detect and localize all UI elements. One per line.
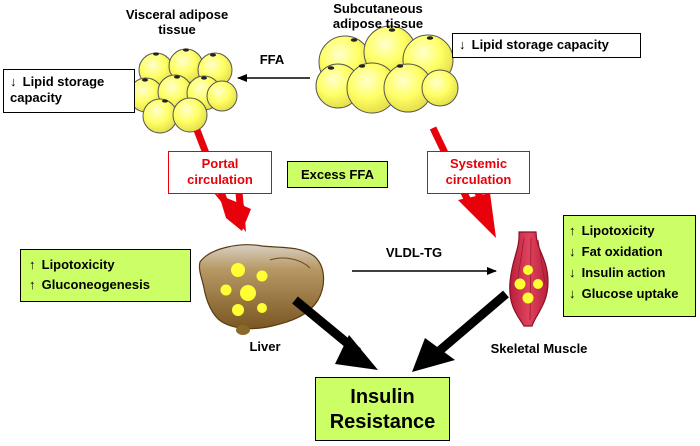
subcutaneous-label: Subcutaneous adipose tissue [332,1,424,31]
ffa-label: FFA [259,52,285,67]
muscle-label: Skeletal Muscle [490,341,588,356]
visceral-label: Visceral adipose tissue [125,7,229,37]
down-arrow-icon: ↓ [10,74,17,89]
liver-to-ir-arrow [292,296,378,370]
up-arrow-icon: ↑ [569,223,576,238]
muscle-to-ir-arrow [412,290,509,372]
vldl-label: VLDL-TG [385,245,443,260]
down-arrow-icon: ↓ [569,286,576,302]
muscle-illustration [509,231,549,327]
muscle-effect-row: ↓ Fat oxidation [569,241,690,262]
visceral-lipid-text: Lipid storage capacity [10,74,105,106]
portal-circulation-box: Portal circulation [168,151,272,194]
muscle-effects-box: ↑ Lipotoxicity ↓ Fat oxidation ↓ Insulin… [563,215,696,317]
visceral-adipose-cluster [128,48,238,134]
liver-effect-row: ↑ Lipotoxicity [29,255,182,275]
subcut-lipid-text: Lipid storage capacity [471,37,609,52]
down-arrow-icon: ↓ [569,265,576,281]
insulin-resistance-box: Insulin Resistance [315,377,450,441]
down-arrow-icon: ↓ [459,37,466,52]
liver-illustration [198,244,325,335]
liver-label: Liver [249,339,281,354]
excess-ffa-box: Excess FFA [287,161,388,188]
subcutaneous-adipose-cluster [315,25,459,114]
up-arrow-icon: ↑ [29,277,36,293]
subcut-lipid-box: ↓ Lipid storage capacity [452,33,641,58]
systemic-circulation-box: Systemic circulation [427,151,530,194]
muscle-effect-row: ↑ Lipotoxicity [569,220,690,241]
muscle-effect-row: ↓ Glucose uptake [569,283,690,304]
visceral-lipid-box: ↓ Lipid storage capacity [3,69,135,113]
muscle-effect-row: ↓ Insulin action [569,262,690,283]
down-arrow-icon: ↓ [569,244,576,260]
up-arrow-icon: ↑ [29,257,36,272]
liver-effects-box: ↑ Lipotoxicity ↑ Gluconeogenesis [20,249,191,302]
liver-effect-row: ↑ Gluconeogenesis [29,275,182,295]
